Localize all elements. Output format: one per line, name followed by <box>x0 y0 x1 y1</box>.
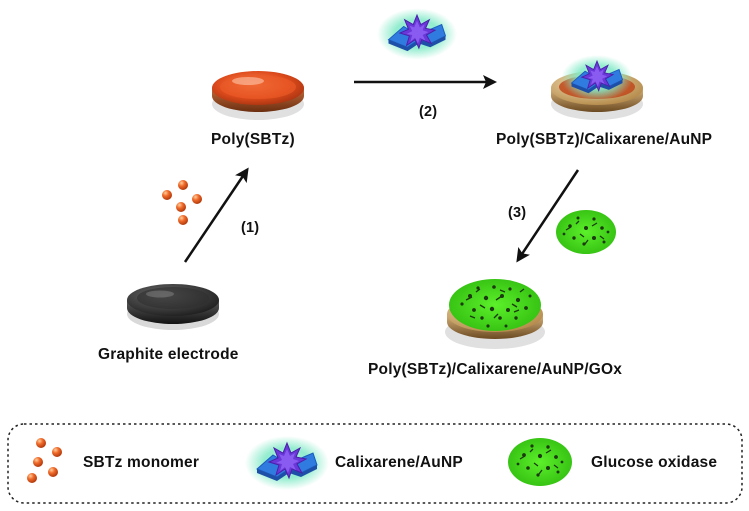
graphite-electrode <box>127 284 219 330</box>
poly-calix-aunp-electrode <box>551 54 643 120</box>
glucose-oxidase-reagent <box>556 210 616 254</box>
legend-glucose-oxidase-symbol <box>508 438 572 486</box>
poly-calix-aunp-gox-electrode <box>445 279 545 349</box>
arrow-step1 <box>183 167 249 263</box>
label-poly-calix-aunp: Poly(SBTz)/Calixarene/AuNP <box>496 131 713 148</box>
label-graphite-electrode: Graphite electrode <box>98 346 239 363</box>
calixarene-aunp-reagent <box>376 7 458 61</box>
legend-label-sbtz-monomer: SBTz monomer <box>83 454 200 471</box>
legend-label-calixarene-aunp: Calixarene/AuNP <box>335 454 463 471</box>
label-step1: (1) <box>241 220 260 236</box>
legend-box <box>7 423 743 504</box>
sbtz-monomers-step1 <box>162 180 202 225</box>
legend-label-glucose-oxidase: Glucose oxidase <box>591 454 718 471</box>
legend-monomer-symbol <box>27 438 62 483</box>
label-poly-sbtz: Poly(SBTz) <box>211 131 295 148</box>
label-step2: (2) <box>419 104 438 120</box>
legend-calixarene-symbol <box>244 435 330 491</box>
arrow-step3 <box>516 169 580 263</box>
label-step3: (3) <box>508 205 527 221</box>
poly-sbtz-electrode <box>212 71 304 120</box>
label-poly-calix-aunp-gox: Poly(SBTz)/Calixarene/AuNP/GOx <box>368 361 623 378</box>
